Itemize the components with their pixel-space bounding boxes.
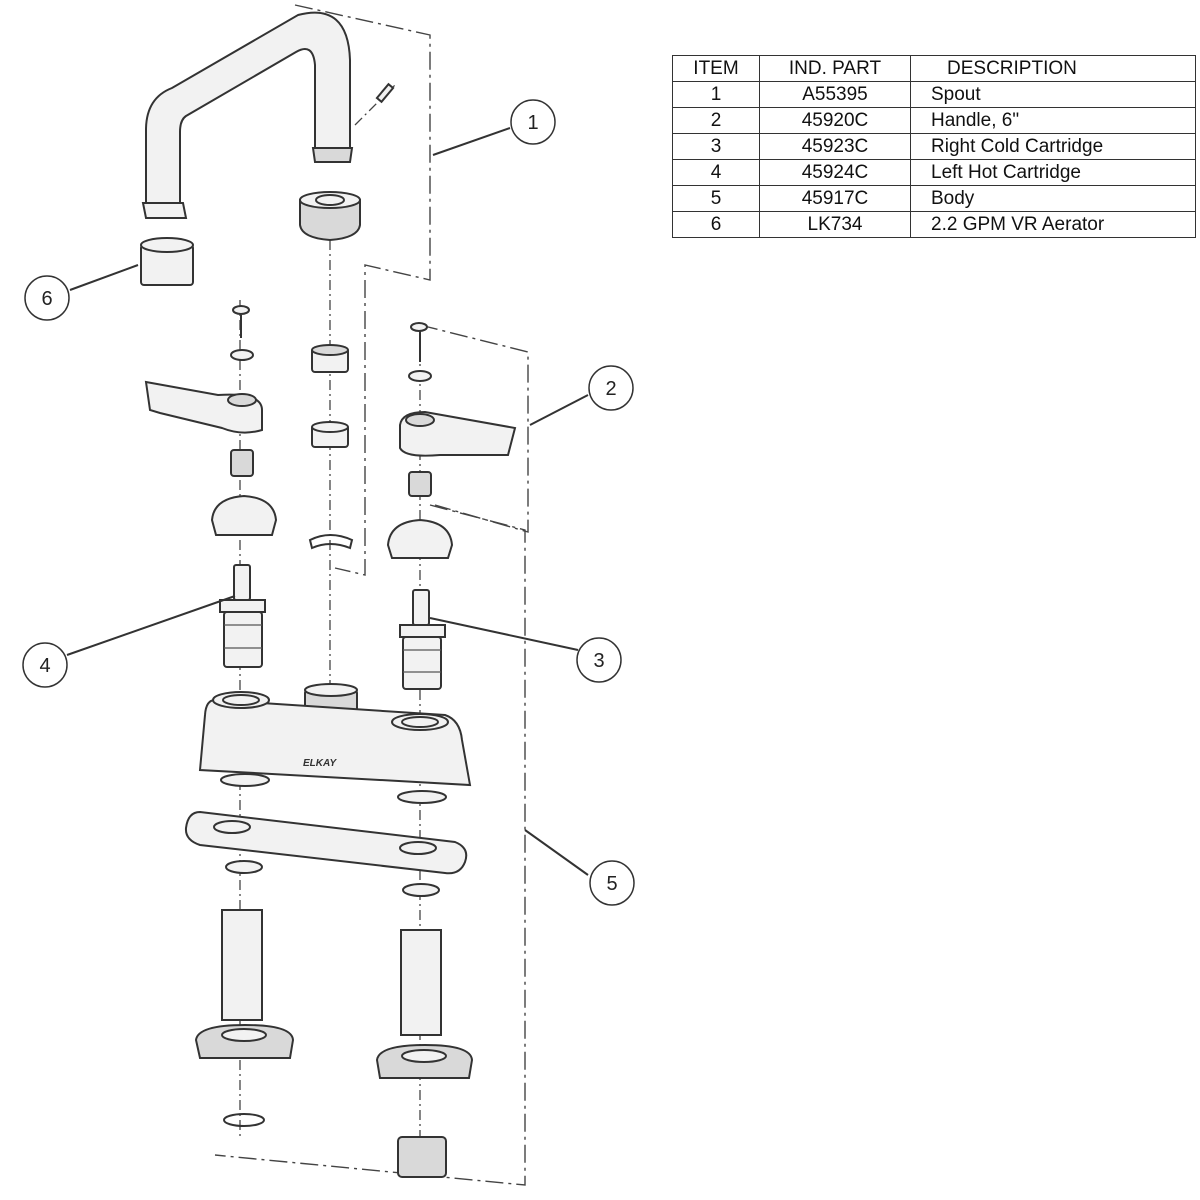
cell-item: 5 [672, 185, 760, 212]
header-item: ITEM [672, 55, 760, 82]
cell-item: 4 [672, 159, 760, 186]
cell-description: Left Hot Cartridge [910, 159, 1196, 186]
callout-6: 6 [24, 275, 70, 321]
svg-text:3: 3 [593, 650, 604, 672]
callout-1: 1 [510, 99, 556, 145]
elkay-logo: ELKAY [303, 758, 337, 769]
table-row: 4 45924C Left Hot Cartridge [672, 159, 1196, 186]
cell-part: 45923C [759, 133, 911, 160]
callout-2: 2 [588, 365, 634, 411]
table-row: 6 LK734 2.2 GPM VR Aerator [672, 211, 1196, 238]
leader-lines [66, 127, 589, 876]
header-part: IND. PART [759, 55, 911, 82]
cell-part: 45920C [759, 107, 911, 134]
svg-text:6: 6 [41, 288, 52, 310]
svg-text:5: 5 [606, 873, 617, 895]
cell-part: A55395 [759, 81, 911, 108]
cell-description: Right Cold Cartridge [910, 133, 1196, 160]
callout-4: 4 [22, 642, 68, 688]
table-row: 5 45917C Body [672, 185, 1196, 212]
header-description: DESCRIPTION [910, 55, 1196, 82]
svg-text:4: 4 [39, 655, 50, 677]
table-row: 2 45920C Handle, 6" [672, 107, 1196, 134]
lower-hardware [184, 810, 474, 1178]
table-row: 3 45923C Right Cold Cartridge [672, 133, 1196, 160]
aerator [140, 237, 194, 286]
parts-table: ITEM IND. PART DESCRIPTION 1 A55395 Spou… [672, 55, 1196, 238]
cell-item: 6 [672, 211, 760, 238]
table-row: 1 A55395 Spout [672, 81, 1196, 108]
callout-5: 5 [589, 860, 635, 906]
spout-nut-and-rings [299, 191, 361, 550]
table-header-row: ITEM IND. PART DESCRIPTION [672, 55, 1196, 82]
cell-description: Body [910, 185, 1196, 212]
cell-description: Handle, 6" [910, 107, 1196, 134]
spout [141, 11, 395, 219]
cell-part: 45917C [759, 185, 911, 212]
cell-item: 3 [672, 133, 760, 160]
cell-part: 45924C [759, 159, 911, 186]
cell-item: 1 [672, 81, 760, 108]
center-lines [239, 84, 421, 1140]
svg-text:1: 1 [527, 112, 538, 134]
left-handle-stack [144, 305, 278, 668]
cell-item: 2 [672, 107, 760, 134]
cell-description: 2.2 GPM VR Aerator [910, 211, 1196, 238]
callout-3: 3 [576, 637, 622, 683]
svg-text:2: 2 [605, 378, 616, 400]
phantom-boundaries [214, 4, 529, 1186]
cell-description: Spout [910, 81, 1196, 108]
faucet-body: ELKAY [198, 683, 472, 804]
cell-part: LK734 [759, 211, 911, 238]
right-handle-stack [386, 322, 517, 690]
